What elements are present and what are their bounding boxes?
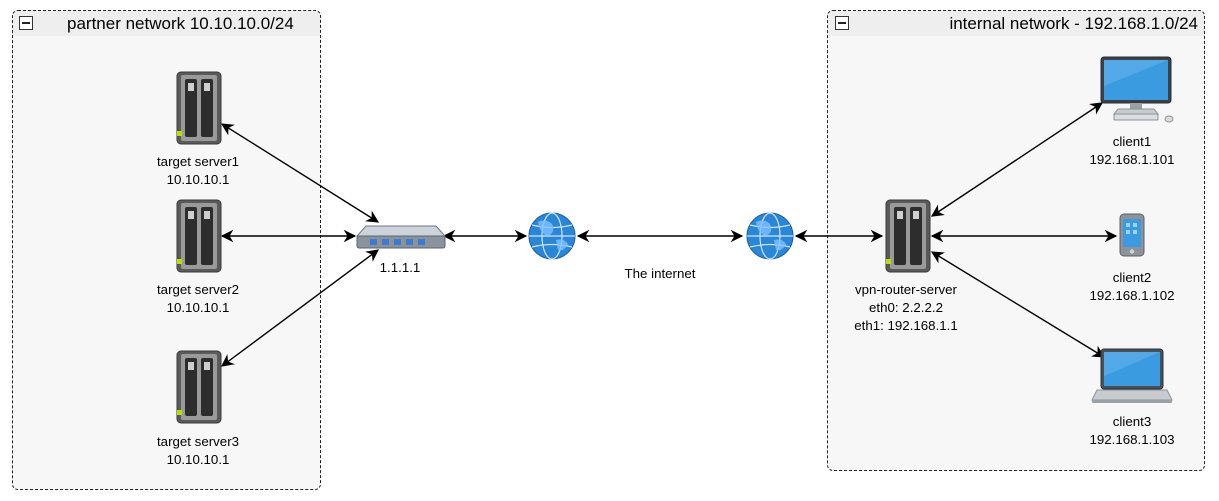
client2-ip: 192.168.1.102 [1089, 288, 1175, 303]
mobile-phone-icon[interactable] [1119, 213, 1145, 257]
collapse-button[interactable] [835, 16, 849, 30]
server-icon[interactable] [176, 71, 222, 145]
server1-ip: 10.10.10.1 [166, 172, 230, 187]
collapse-button[interactable] [19, 16, 33, 30]
internal-network-title: internal network - 192.168.1.0/24 [949, 14, 1198, 33]
server-icon[interactable] [885, 199, 931, 273]
client1-name: client1 [1112, 134, 1152, 149]
server3-name: target server3 [156, 434, 240, 449]
desktop-computer-icon[interactable] [1100, 56, 1176, 124]
globe-icon[interactable] [526, 210, 578, 262]
server3-ip: 10.10.10.1 [166, 452, 230, 467]
network-switch-icon[interactable] [356, 224, 446, 250]
server2-ip: 10.10.10.1 [166, 300, 230, 315]
edge-vpn-client1 [930, 102, 1104, 217]
server1-name: target server1 [156, 154, 240, 169]
partner-network-title: partner network 10.10.10.0/24 [67, 14, 294, 33]
vpn-name: vpn-router-server [855, 282, 957, 297]
server-icon[interactable] [176, 199, 222, 273]
internal-network-header: internal network - 192.168.1.0/24 [828, 11, 1204, 36]
edge-server3-switch [220, 249, 380, 367]
partner-network-header: partner network 10.10.10.0/24 [13, 11, 320, 36]
globe-icon[interactable] [744, 210, 796, 262]
vpn-eth1: eth1: 192.168.1.1 [854, 318, 958, 333]
switch-label: 1.1.1.1 [379, 260, 421, 275]
vpn-eth0: eth0: 2.2.2.2 [869, 300, 943, 315]
client3-ip: 192.168.1.103 [1089, 432, 1175, 447]
client1-ip: 192.168.1.101 [1089, 152, 1175, 167]
client2-name: client2 [1112, 270, 1152, 285]
server2-name: target server2 [156, 282, 240, 297]
server-icon[interactable] [176, 350, 222, 424]
internet-label: The internet [624, 266, 696, 281]
edge-server1-switch [220, 123, 380, 223]
edge-vpn-client3 [930, 251, 1106, 358]
laptop-icon[interactable] [1091, 348, 1173, 404]
client3-name: client3 [1112, 414, 1152, 429]
